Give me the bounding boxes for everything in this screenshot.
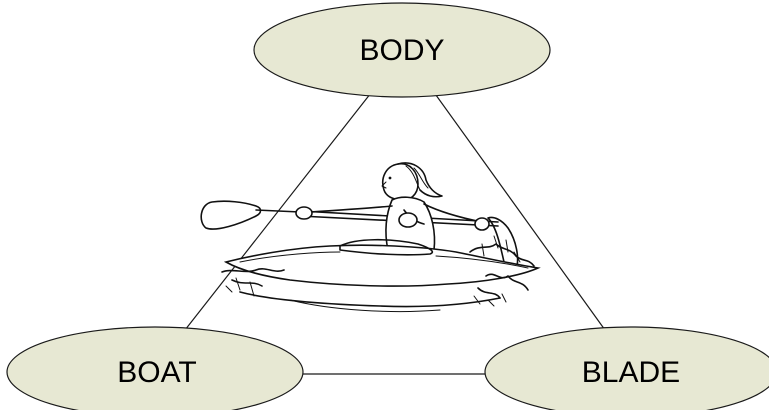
- edge-body-blade: [428, 84, 605, 330]
- kayaker-illustration: [201, 163, 538, 312]
- paddle-left-blade-icon: [201, 201, 260, 229]
- node-boat-label: BOAT: [117, 356, 196, 389]
- node-body-label: BODY: [359, 34, 444, 67]
- node-blade: BLADE: [485, 327, 769, 410]
- kayaker-head-icon: [383, 164, 418, 201]
- node-body: BODY: [254, 3, 550, 97]
- node-boat: BOAT: [7, 327, 303, 410]
- kayak-hull: [226, 245, 538, 286]
- node-blade-label: BLADE: [582, 356, 680, 389]
